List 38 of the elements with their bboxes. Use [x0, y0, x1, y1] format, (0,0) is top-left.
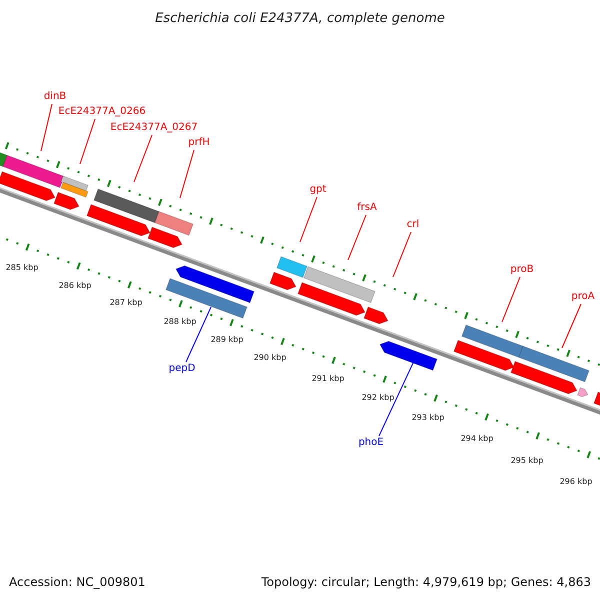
gene-label: crl — [406, 219, 420, 231]
gene-label: prfH — [188, 137, 210, 149]
scale-label: 285 kbp — [6, 263, 38, 273]
leader-line — [502, 276, 520, 322]
leader-line — [348, 214, 366, 260]
scale-label: 290 kbp — [254, 353, 286, 363]
leader-line — [40, 104, 52, 152]
leader-line — [378, 360, 414, 436]
leader-line — [180, 150, 194, 198]
genome-info-text: Topology: circular; Length: 4,979,619 bp; Genes: 4,863 — [261, 574, 591, 590]
gene-arrow — [380, 340, 438, 371]
leader-line — [392, 232, 412, 278]
gene-label: pepD — [168, 363, 196, 375]
gene-label: frsA — [357, 202, 377, 214]
scale-label: 294 kbp — [460, 434, 494, 444]
leader-line — [134, 134, 152, 182]
scale-label: 293 kbp — [412, 413, 444, 423]
gene-label: proA — [571, 291, 595, 303]
scale-label: 295 kbp — [510, 456, 544, 466]
title: Escherichia coli E24377A, complete genome — [154, 10, 446, 28]
scale-label: 291 kbp — [312, 374, 344, 384]
leader-line — [562, 304, 582, 348]
gene-label: EcE24377A_0266 — [58, 106, 146, 118]
leader-line — [80, 118, 96, 164]
leader-line — [300, 196, 318, 242]
scale-label: 292 kbp — [362, 393, 394, 403]
scale-label: 288 kbp — [164, 317, 196, 327]
scale-label: 289 kbp — [210, 335, 244, 345]
gene-label: EcE24377A_0267 — [110, 122, 198, 134]
scale-label: 287 kbp — [110, 298, 142, 308]
accession-text: Accession: NC_009801 — [9, 574, 146, 590]
gene-label: proB — [510, 264, 534, 276]
leader-line — [186, 306, 212, 362]
gene-label: dinB — [44, 91, 66, 103]
scale-label: 296 kbp — [560, 477, 592, 487]
gene-label: phoE — [358, 437, 384, 449]
gene-label: gpt — [310, 184, 326, 196]
scale-label: 286 kbp — [58, 281, 92, 291]
